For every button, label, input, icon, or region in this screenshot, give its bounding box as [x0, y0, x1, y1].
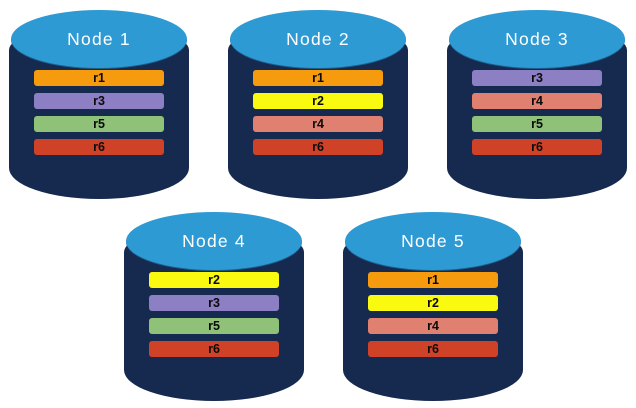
replica-bar[interactable]: r3: [34, 93, 164, 109]
replica-bar[interactable]: r1: [368, 272, 498, 288]
replica-bar[interactable]: r1: [253, 70, 383, 86]
node-label: Node 3: [505, 28, 569, 49]
replica-list: r1 r3 r5 r6: [34, 70, 164, 155]
replica-bar[interactable]: r1: [34, 70, 164, 86]
replica-bar[interactable]: r6: [34, 139, 164, 155]
replica-bar[interactable]: r4: [472, 93, 602, 109]
node-cylinder[interactable]: Node 2 r1 r2 r4 r6: [229, 8, 407, 198]
node-label: Node 2: [286, 28, 350, 49]
replica-bar[interactable]: r6: [368, 341, 498, 357]
replica-bar[interactable]: r5: [472, 116, 602, 132]
node-label: Node 1: [67, 28, 131, 49]
replica-bar[interactable]: r3: [149, 295, 279, 311]
node-cylinder[interactable]: Node 4 r2 r3 r5 r6: [125, 210, 303, 400]
replica-bar[interactable]: r5: [149, 318, 279, 334]
replica-bar[interactable]: r2: [149, 272, 279, 288]
replica-bar[interactable]: r3: [472, 70, 602, 86]
replica-bar[interactable]: r2: [368, 295, 498, 311]
replica-bar[interactable]: r4: [253, 116, 383, 132]
node-label: Node 5: [401, 230, 465, 251]
replica-bar[interactable]: r6: [253, 139, 383, 155]
replica-list: r1 r2 r4 r6: [253, 70, 383, 155]
replica-list: r1 r2 r4 r6: [368, 272, 498, 357]
node-top-ellipse: [345, 212, 521, 270]
node-cylinder[interactable]: Node 5 r1 r2 r4 r6: [344, 210, 522, 400]
replica-bar[interactable]: r5: [34, 116, 164, 132]
replica-bar[interactable]: r4: [368, 318, 498, 334]
replica-list: r3 r4 r5 r6: [472, 70, 602, 155]
replica-list: r2 r3 r5 r6: [149, 272, 279, 357]
node-label: Node 4: [182, 230, 246, 251]
node-top-ellipse: [126, 212, 302, 270]
node-top-ellipse: [11, 10, 187, 68]
node-top-ellipse: [230, 10, 406, 68]
node-cylinder[interactable]: Node 1 r1 r3 r5 r6: [10, 8, 188, 198]
node-top-ellipse: [449, 10, 625, 68]
replica-bar[interactable]: r2: [253, 93, 383, 109]
node-cylinder[interactable]: Node 3 r3 r4 r5 r6: [448, 8, 626, 198]
replica-bar[interactable]: r6: [472, 139, 602, 155]
replica-bar[interactable]: r6: [149, 341, 279, 357]
